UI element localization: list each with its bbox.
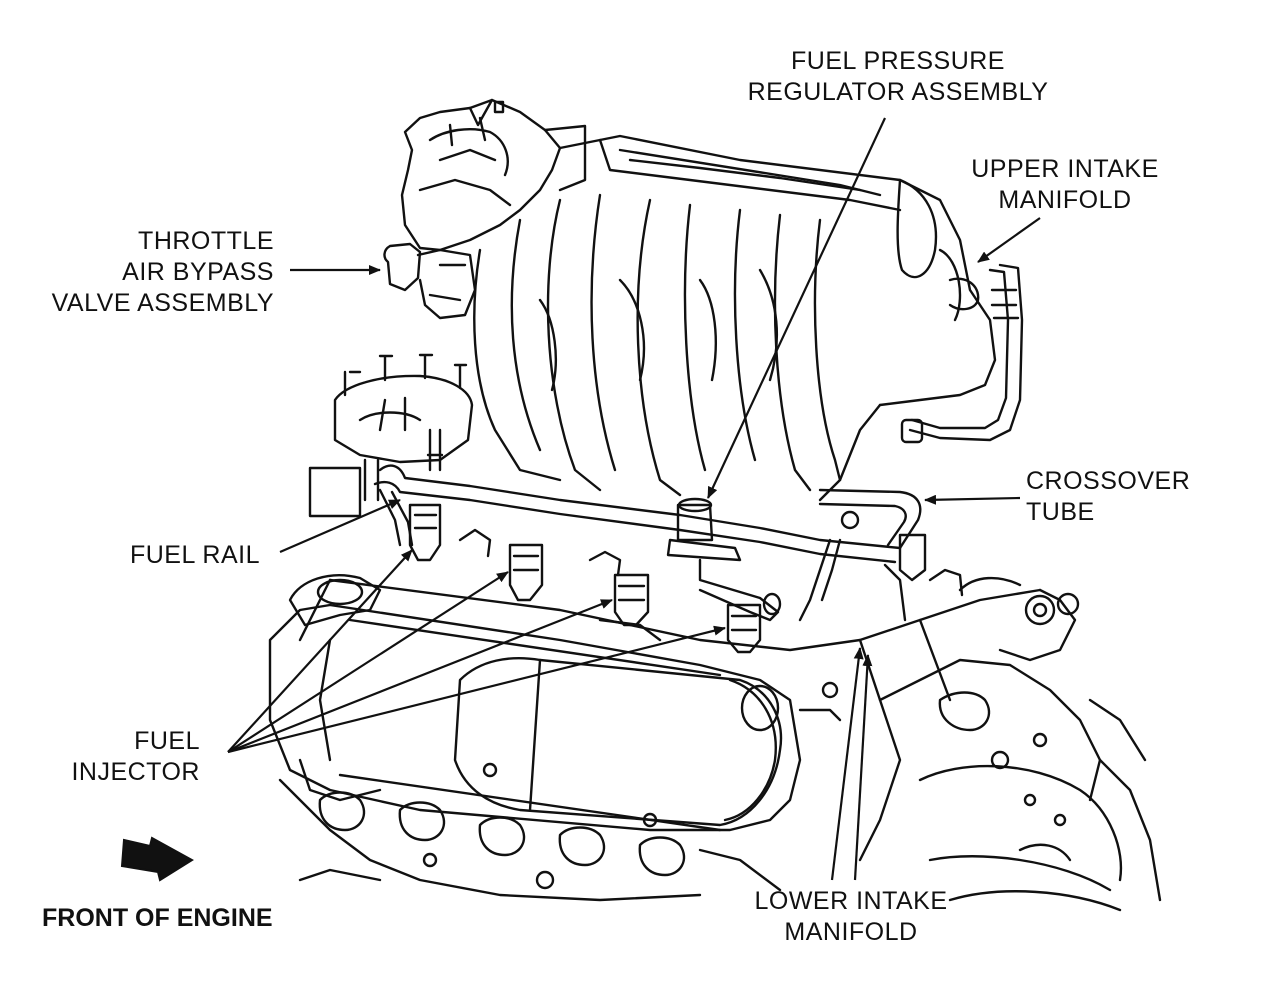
- distributor: [308, 353, 474, 518]
- leader-upper-intake: [977, 217, 1041, 263]
- air-bypass-valve: [383, 242, 477, 320]
- intake-runners: [473, 193, 882, 502]
- leader-injector-1: [227, 549, 413, 753]
- fuel-rail-line: [373, 464, 902, 564]
- leader-lower-intake-1: [830, 647, 864, 881]
- leader-injector-3: [227, 598, 613, 754]
- valve-cover: [268, 574, 802, 832]
- vacuum-hose: [900, 263, 1024, 444]
- leader-regulator: [707, 117, 886, 499]
- leader-crossover: [924, 494, 1021, 505]
- leader-fuel-rail: [279, 498, 401, 554]
- leader-lower-intake-2: [853, 654, 873, 881]
- label-crossover-tube: CROSSOVER TUBE: [1026, 467, 1191, 526]
- misc-details: [458, 510, 860, 828]
- throttle-body: [400, 98, 587, 252]
- label-fuel-rail: FUEL RAIL: [129, 541, 260, 569]
- air-cleaner-cylinder: [453, 657, 783, 827]
- leader-lines: [227, 117, 1041, 881]
- front-arrow-icon: [120, 836, 194, 882]
- pressure-regulator: [666, 497, 782, 622]
- label-fuel-injector: FUEL INJECTOR: [71, 727, 200, 786]
- label-lower-intake-manifold: LOWER INTAKE MANIFOLD: [754, 887, 948, 946]
- leader-injector-4: [227, 625, 726, 754]
- engine-block: [278, 758, 782, 902]
- label-fuel-pressure-regulator: FUEL PRESSURE REGULATOR ASSEMBLY: [747, 47, 1049, 106]
- label-upper-intake-manifold: UPPER INTAKE MANIFOLD: [971, 155, 1159, 214]
- front-of-engine-label: FRONT OF ENGINE: [42, 904, 273, 932]
- plug-boots: [363, 428, 444, 502]
- crossover-tube-line: [798, 488, 922, 622]
- label-throttle-air-bypass: THROTTLE AIR BYPASS VALVE ASSEMBLY: [51, 227, 274, 317]
- lower-intake-body: [298, 563, 1080, 862]
- timing-cover: [878, 658, 1162, 912]
- leader-injector-2: [227, 571, 509, 753]
- upper-intake-plenum: [558, 134, 997, 407]
- engine-drawing: [268, 98, 1162, 912]
